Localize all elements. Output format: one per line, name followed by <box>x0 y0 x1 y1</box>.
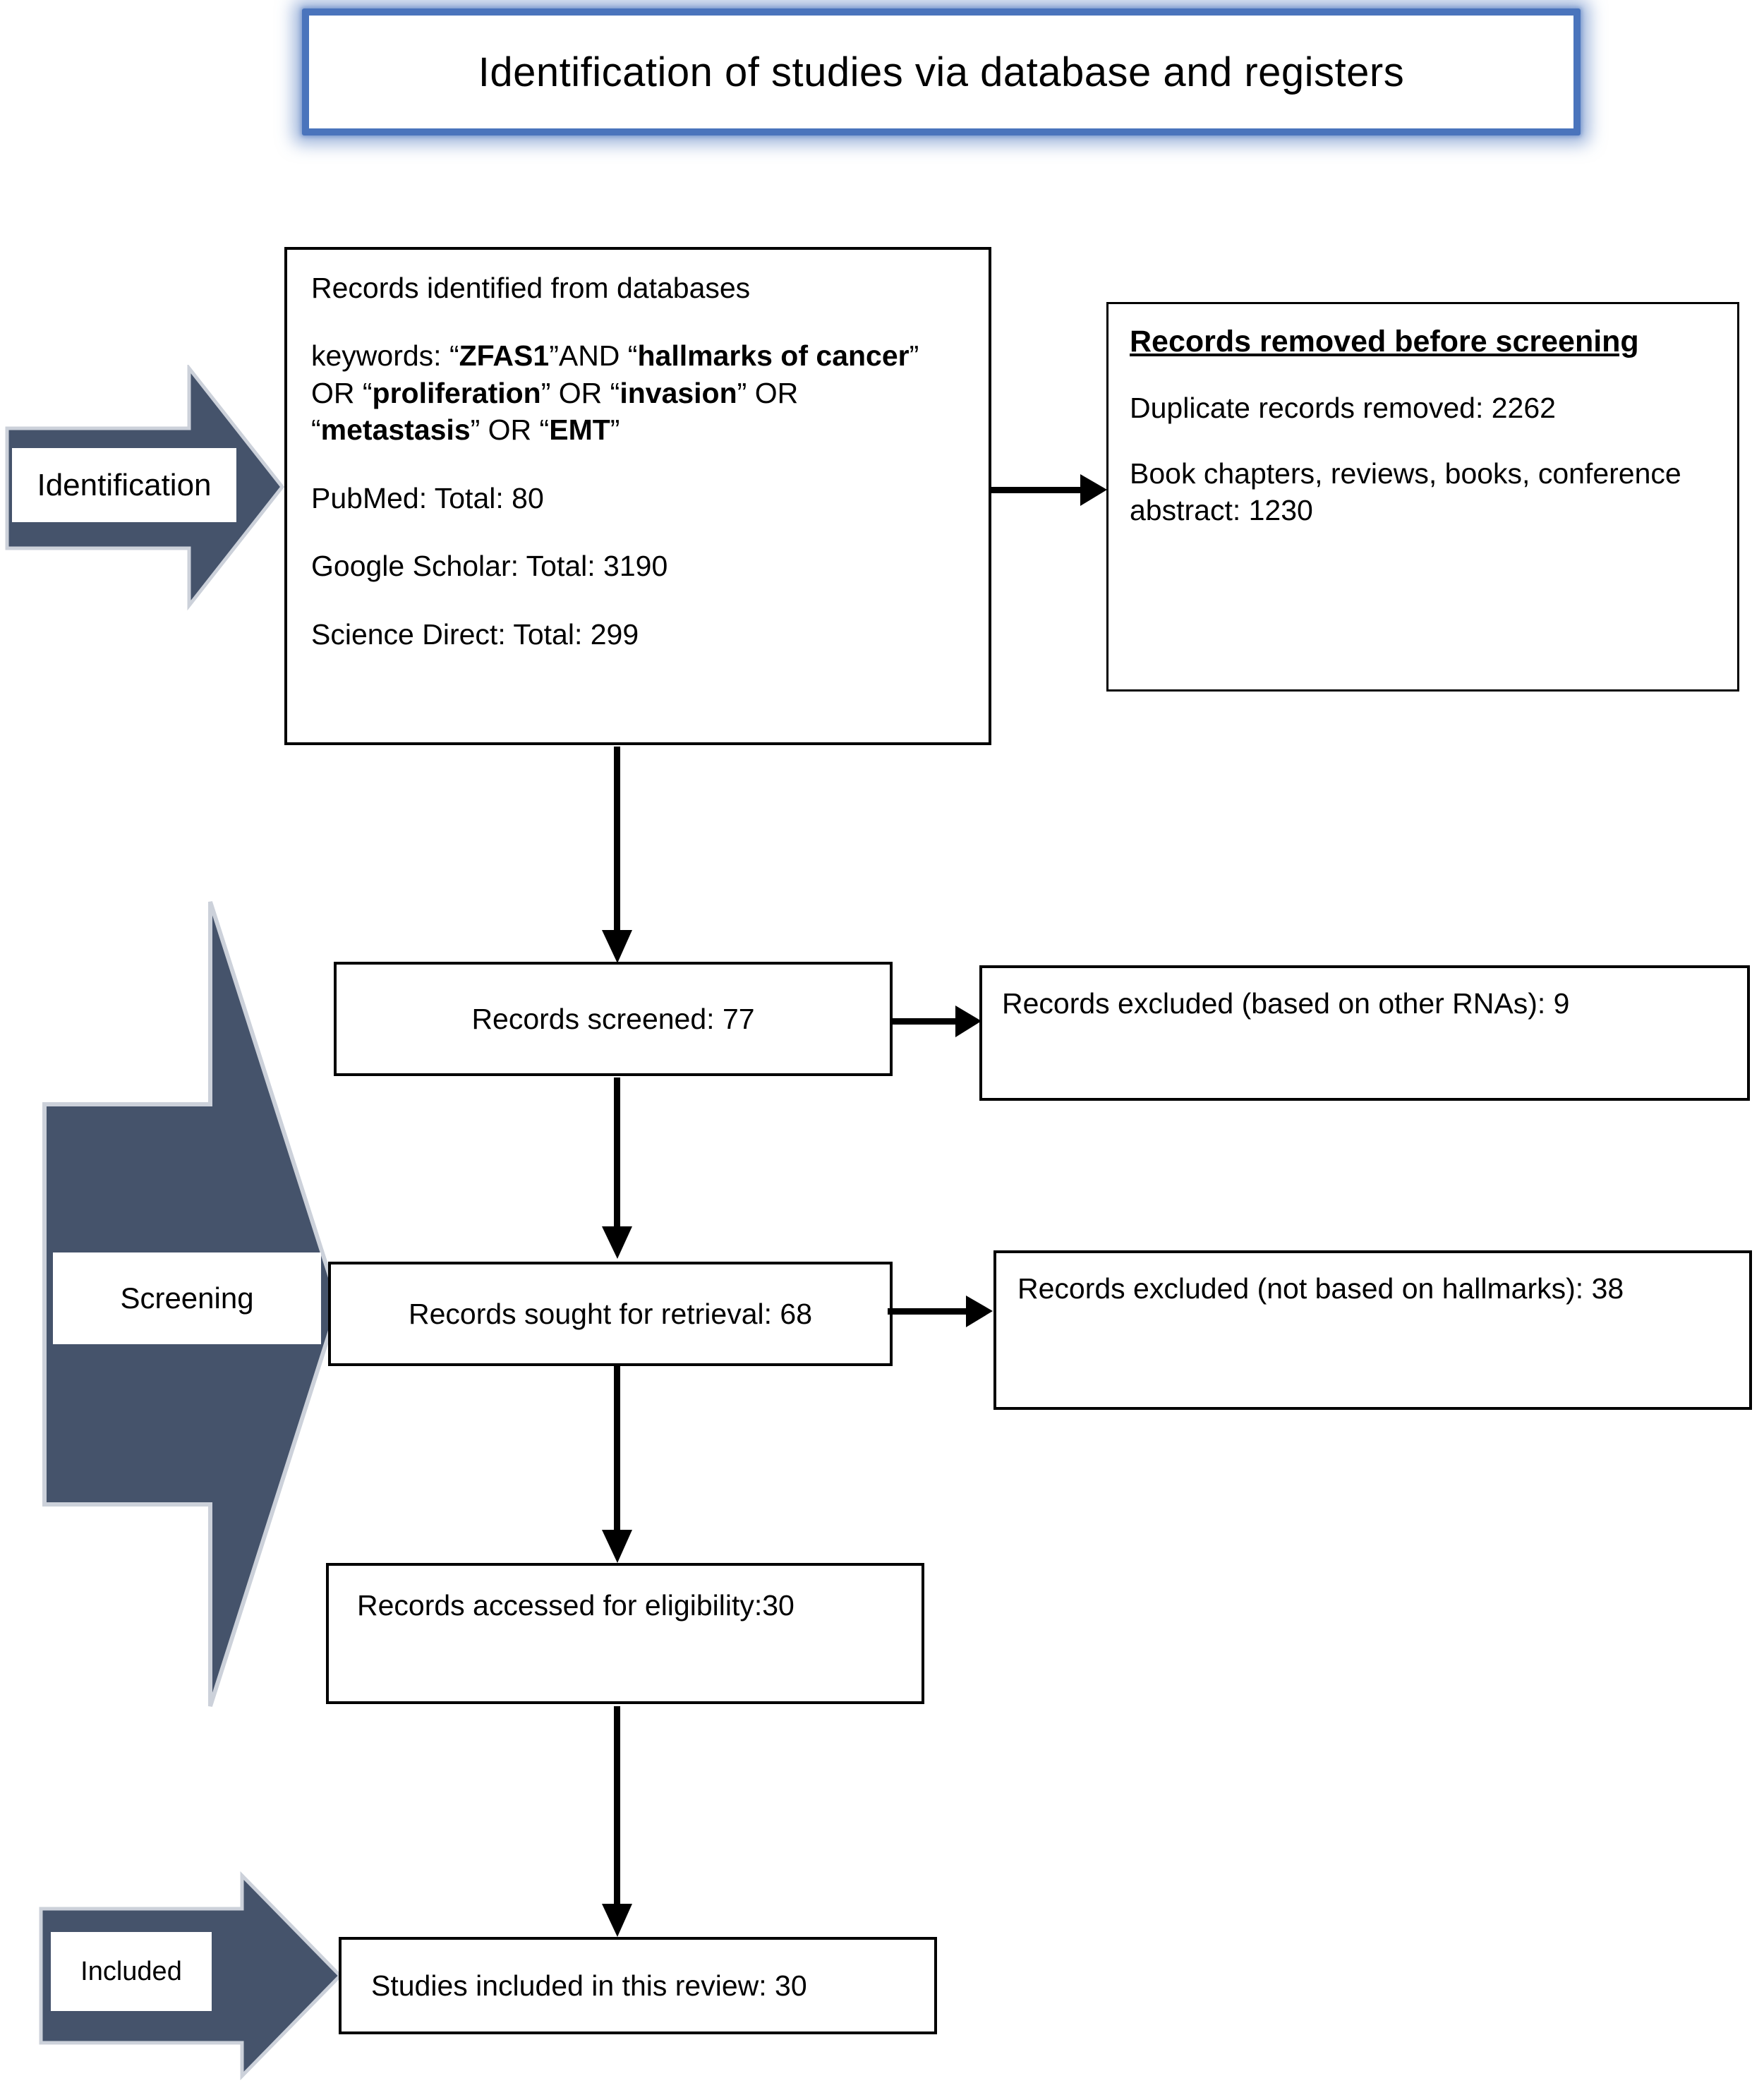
pubmed-total: PubMed: Total: 80 <box>311 481 544 514</box>
records-identified-box: Records identified from databases keywor… <box>284 247 991 745</box>
screening-stage-arrow: Screening <box>39 896 342 1711</box>
arrow-screened-to-sought <box>596 1077 639 1264</box>
arrow-identified-to-removed <box>991 461 1110 521</box>
diagram-title-box: Identification of studies via database a… <box>302 8 1581 135</box>
arrow-sought-to-eligibility <box>596 1365 639 1569</box>
records-excluded-rnas-box: Records excluded (based on other RNAs): … <box>979 965 1750 1101</box>
records-removed-box: Records removed before screening Duplica… <box>1106 302 1739 692</box>
identification-stage-arrow: Identification <box>4 365 286 612</box>
included-stage-label: Included <box>51 1932 212 2011</box>
studies-included-label: Studies included in this review: 30 <box>371 1969 807 2002</box>
records-excluded-hallmarks-box: Records excluded (not based on hallmarks… <box>993 1250 1752 1410</box>
science-direct-total: Science Direct: Total: 299 <box>311 617 639 651</box>
records-excluded-hallmarks-label: Records excluded (not based on hallmarks… <box>1017 1272 1624 1305</box>
records-excluded-rnas-label: Records excluded (based on other RNAs): … <box>1002 987 1570 1020</box>
studies-included-box: Studies included in this review: 30 <box>339 1937 937 2034</box>
records-sought-box: Records sought for retrieval: 68 <box>328 1262 893 1366</box>
screening-stage-label: Screening <box>53 1252 321 1344</box>
book-chapters-line: Book chapters, reviews, books, conferenc… <box>1130 457 1681 526</box>
records-screened-label: Records screened: 77 <box>471 1002 755 1035</box>
records-removed-heading: Records removed before screening <box>1130 325 1639 358</box>
arrow-identified-to-screened <box>596 747 639 969</box>
records-eligibility-label: Records accessed for eligibility:30 <box>357 1589 795 1622</box>
arrow-eligibility-to-included <box>596 1706 639 1943</box>
records-eligibility-box: Records accessed for eligibility:30 <box>326 1563 924 1704</box>
records-identified-line: Records identified from databases <box>311 272 751 304</box>
included-stage-arrow: Included <box>35 1870 346 2082</box>
diagram-title: Identification of studies via database a… <box>478 49 1405 95</box>
google-scholar-total: Google Scholar: Total: 3190 <box>311 550 668 583</box>
identification-stage-label: Identification <box>12 448 236 522</box>
arrow-screened-to-excluded <box>890 993 984 1053</box>
arrow-sought-to-excluded <box>888 1283 995 1343</box>
keywords-line: keywords: “ZFAS1”​AND “hallmarks of canc… <box>311 339 919 447</box>
records-screened-box: Records screened: 77 <box>334 962 893 1076</box>
duplicates-removed-line: Duplicate records removed: 2262 <box>1130 392 1556 425</box>
records-sought-label: Records sought for retrieval: 68 <box>409 1297 812 1330</box>
